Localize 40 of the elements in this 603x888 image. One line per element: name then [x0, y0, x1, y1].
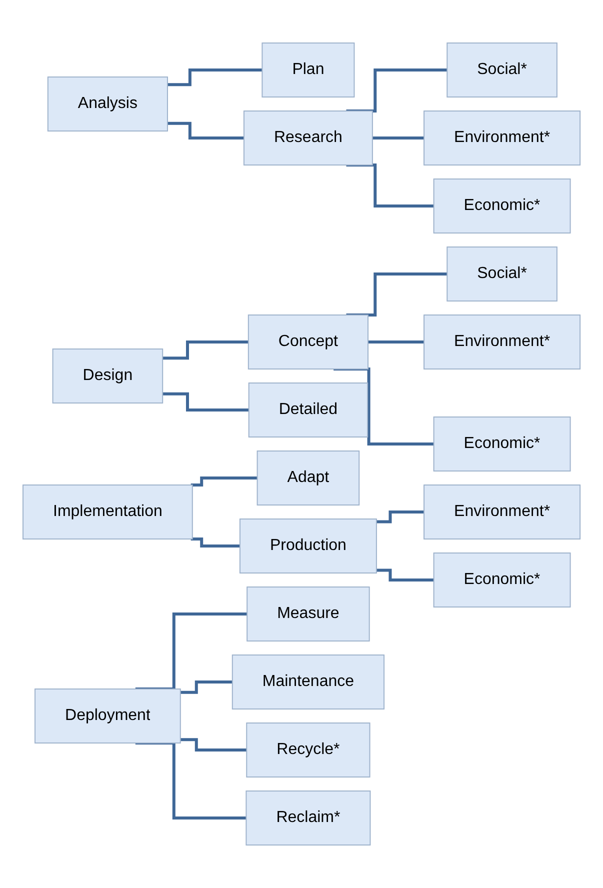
- node-box: Reclaim*: [246, 790, 371, 846]
- connector: [162, 340, 248, 360]
- connector: [167, 122, 244, 140]
- node-box: Detailed: [248, 382, 368, 438]
- node-box: Economic*: [433, 178, 571, 234]
- node-box: Economic*: [433, 416, 571, 472]
- node-box: Economic*: [433, 552, 571, 608]
- connector: [180, 738, 247, 752]
- node-box: Environment*: [423, 110, 581, 166]
- node-box: Production: [239, 518, 377, 574]
- connector: [334, 368, 434, 446]
- connector: [190, 476, 258, 486]
- connector: [190, 538, 240, 548]
- connector: [368, 340, 424, 344]
- node-box: Social*: [446, 42, 558, 98]
- node-box: Research: [243, 110, 373, 166]
- node-box: Design: [52, 348, 164, 404]
- node-box: Recycle*: [246, 722, 370, 778]
- connector: [135, 742, 246, 820]
- node-box: Maintenance: [232, 654, 384, 710]
- connector: [167, 68, 262, 86]
- node-box: Analysis: [47, 76, 168, 132]
- connector: [376, 510, 424, 524]
- connector: [180, 680, 232, 694]
- node-box: Concept: [248, 314, 368, 370]
- node-box: Environment*: [423, 314, 581, 370]
- connector: [346, 272, 448, 316]
- node-box: Deployment: [34, 688, 181, 744]
- connector: [346, 164, 434, 208]
- connector: [346, 68, 448, 112]
- node-box: Adapt: [256, 450, 360, 506]
- connector: [376, 568, 434, 582]
- node-box: Implementation: [22, 484, 193, 540]
- node-box: Measure: [246, 586, 370, 642]
- connector: [162, 392, 249, 412]
- connector: [372, 136, 424, 140]
- node-box: Social*: [446, 246, 558, 302]
- node-box: Plan: [262, 42, 355, 98]
- node-box: Environment*: [423, 484, 581, 540]
- connector: [135, 612, 248, 690]
